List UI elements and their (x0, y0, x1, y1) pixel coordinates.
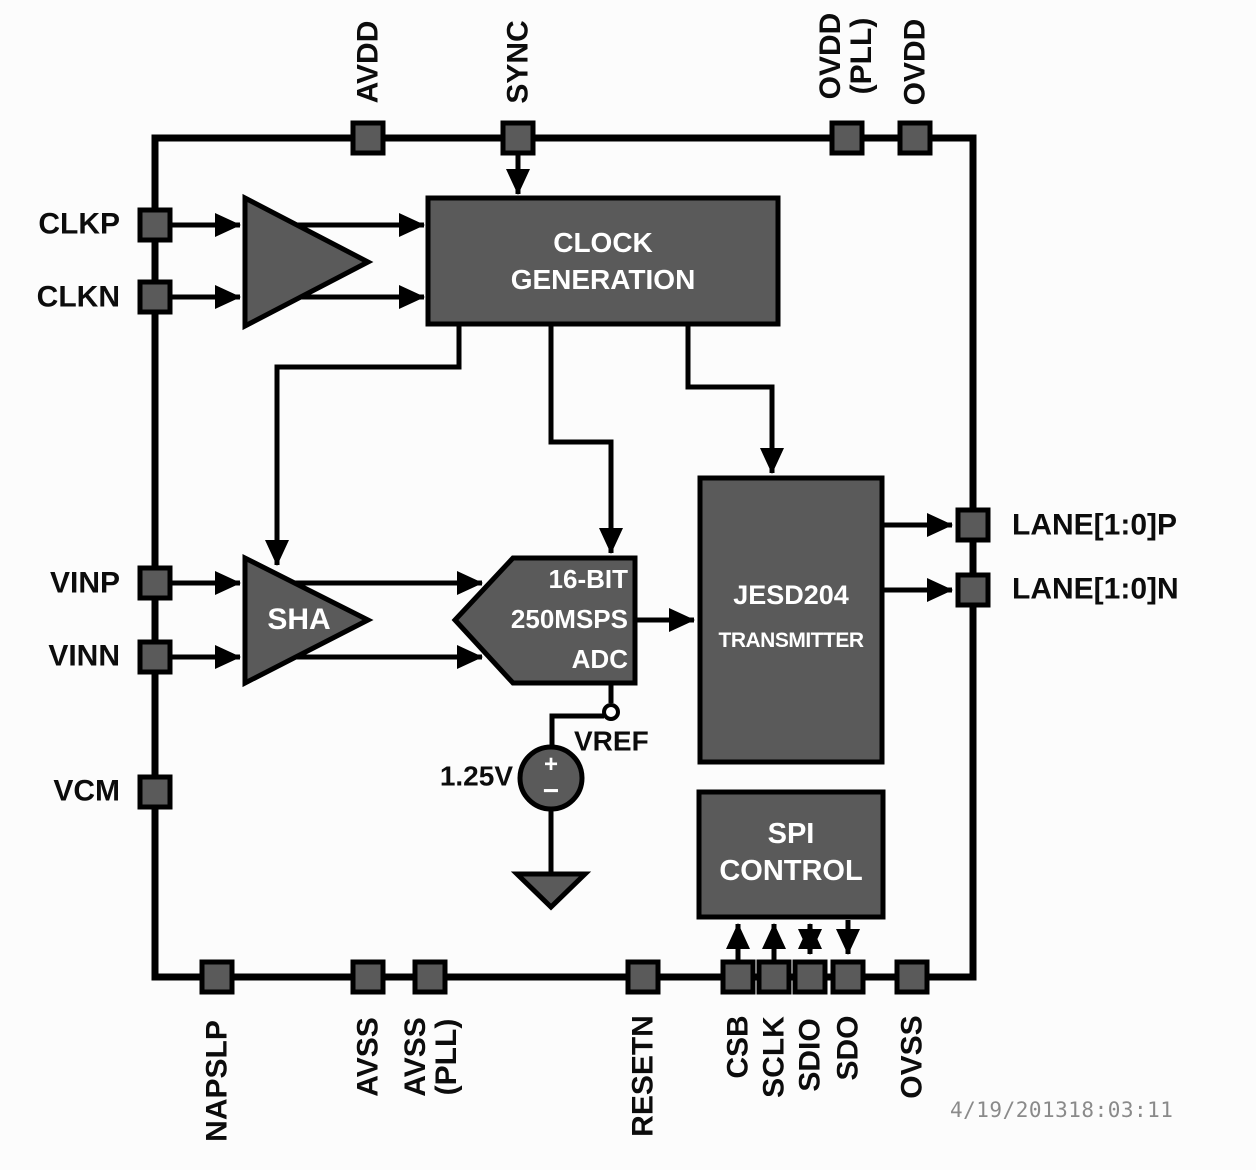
sha-triangle (242, 553, 374, 688)
pin-label-ovdd-pll: OVDD (PLL) (814, 12, 878, 100)
pin-square-napslp (199, 959, 235, 995)
chip-outline (151, 134, 977, 981)
pin-label-csb: CSB (721, 1015, 755, 1079)
vref-minus-sign: − (542, 775, 560, 806)
wire-clock-to-sha (265, 326, 462, 566)
pin-label-lane-n: LANE[1:0]N (1012, 572, 1179, 606)
pin-label-avss: AVSS (351, 1017, 385, 1097)
pin-square-vinp (137, 565, 173, 601)
vref-plus-sign: + (543, 751, 559, 778)
jesd204-block (697, 475, 885, 765)
clock-buffer-triangle (242, 193, 374, 331)
pin-square-sdio (792, 959, 828, 995)
clock-generation-label: CLOCK GENERATION (510, 227, 696, 295)
pin-square-lane-n (955, 572, 991, 608)
wire-clock-to-jesd (685, 326, 784, 474)
vref-node-circle (602, 703, 620, 721)
pin-square-avdd (350, 120, 386, 156)
pin-square-clkn (137, 279, 173, 315)
jesd204-label-line1: JESD204 (733, 580, 849, 610)
wire-ref-to-source (549, 713, 604, 745)
pin-label-ovss: OVSS (895, 1015, 929, 1099)
pin-square-avss-pll (412, 959, 448, 995)
pin-label-napslp: NAPSLP (200, 1020, 234, 1142)
pin-label-sdo: SDO (831, 1015, 865, 1081)
jesd204-label-line2: TRANSMITTER (718, 629, 865, 652)
pin-square-sync (500, 120, 536, 156)
spi-control-block (696, 789, 886, 920)
pin-square-lane-p (955, 507, 991, 543)
pin-square-ovdd (897, 120, 933, 156)
pin-label-sync: SYNC (501, 20, 535, 104)
pin-label-clkp: CLKP (38, 207, 120, 241)
pin-squares (137, 120, 991, 995)
spi-control-label: SPI CONTROL (719, 818, 863, 887)
pin-square-vcm (137, 774, 173, 810)
adc-label: 16-BIT 250MSPS ADC (510, 564, 628, 674)
pin-square-vinn (137, 639, 173, 675)
pin-label-avdd: AVDD (351, 20, 385, 104)
pin-label-resetn: RESETN (626, 1015, 660, 1137)
pin-label-avss-pll: AVSS (PLL) (399, 1017, 463, 1097)
pin-label-sdio: SDIO (793, 1018, 827, 1092)
pin-square-sclk (756, 959, 792, 995)
pin-square-clkp (137, 207, 173, 243)
clock-generation-block (425, 195, 781, 327)
pin-square-avss (350, 959, 386, 995)
pin-label-ovdd: OVDD (898, 18, 932, 106)
pin-label-clkn: CLKN (36, 280, 120, 314)
pin-label-sclk: SCLK (757, 1016, 791, 1098)
pin-square-ovdd-pll (829, 120, 865, 156)
jesd204-label: JESD204 TRANSMITTER (718, 562, 865, 672)
vref-value-label: 1.25V (439, 760, 513, 792)
pin-label-vcm: VCM (53, 774, 120, 808)
pin-square-sdo (830, 959, 866, 995)
blocks (242, 193, 886, 920)
pin-label-vinp: VINP (49, 566, 120, 600)
pin-square-ovss (894, 959, 930, 995)
pin-label-lane-p: LANE[1:0]P (1012, 508, 1178, 542)
vref-source-circle (517, 744, 585, 812)
sha-label: SHA (267, 603, 331, 636)
pin-square-csb (720, 959, 756, 995)
vref-label: VREF (574, 725, 649, 757)
timestamp: 4/19/201318:03:11 (950, 1098, 1174, 1122)
pin-label-vinn: VINN (48, 639, 120, 673)
pin-square-resetn (625, 959, 661, 995)
ground-symbol (510, 871, 592, 911)
wire-clock-to-adc (548, 326, 623, 554)
adc-pentagon (451, 555, 638, 686)
